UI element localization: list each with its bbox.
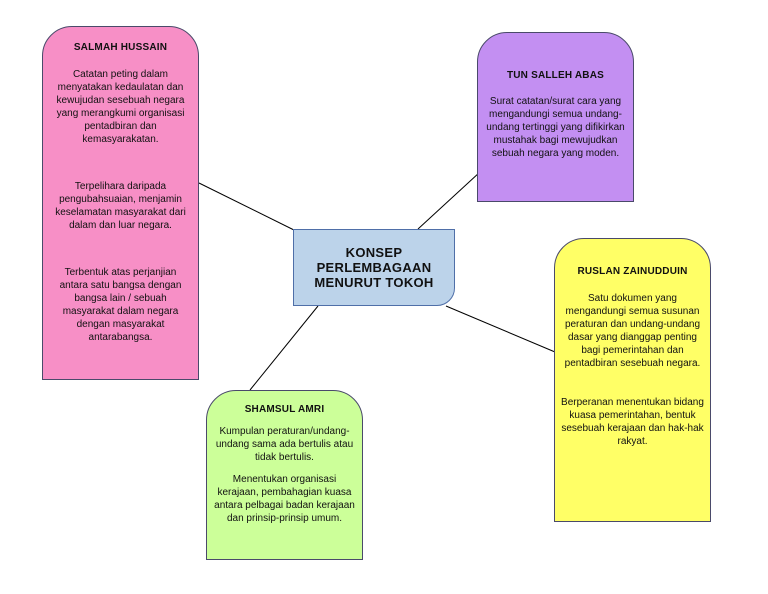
center-line-1: KONSEP [345,245,403,260]
center-line-2: PERLEMBAGAAN [316,260,432,275]
connector-salmah [198,182,299,233]
node-shamsul-amri: SHAMSUL AMRI Kumpulan peraturan/undang-u… [206,390,363,560]
node-title: TUN SALLEH ABAS [506,70,605,81]
connector-tun [417,171,481,230]
node-text-2: Berperanan menentukan bidang kuasa pemer… [561,397,704,447]
node-text-1: Catatan peting dalam menyatakan kedaulat… [56,69,185,145]
center-line-3: MENURUT TOKOH [314,275,434,290]
node-tun-salleh-abas: TUN SALLEH ABAS Surat catatan/surat cara… [477,32,634,202]
node-text-2: Menentukan organisasi kerajaan, pembahag… [214,474,355,524]
node-title: SALMAH HUSSAIN [73,42,168,53]
node-title: RUSLAN ZAINUDDUIN [577,266,688,277]
node-title: SHAMSUL AMRI [244,404,325,415]
node-ruslan-zainudduin: RUSLAN ZAINUDDUIN Satu dokumen yang meng… [554,238,711,522]
node-text-1: Kumpulan peraturan/undang-undang sama ad… [215,426,354,463]
node-text-3: Terbentuk atas perjanjian antara satu ba… [59,267,182,343]
central-concept-box: KONSEP PERLEMBAGAAN MENURUT TOKOH [293,229,455,306]
node-text-1: Surat catatan/surat cara yang mengandung… [486,96,625,159]
node-salmah-hussain: SALMAH HUSSAIN Catatan peting dalam meny… [42,26,199,380]
node-text-2: Terpelihara daripada pengubahsuaian, men… [55,181,186,231]
connector-shamsul [249,305,319,391]
node-text-1: Satu dokumen yang mengandungi semua susu… [564,293,701,369]
connector-ruslan [445,305,556,353]
